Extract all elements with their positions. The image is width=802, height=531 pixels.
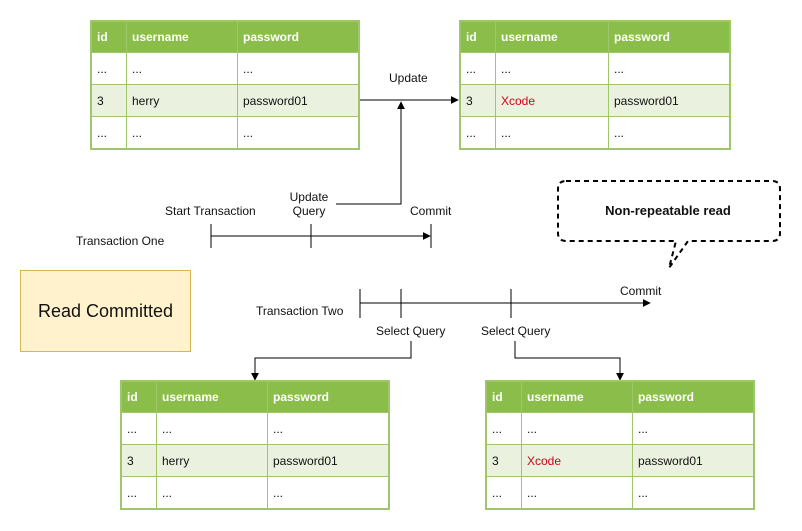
start-transaction-label: Start Transaction [165,204,256,218]
select-query-connector-2 [514,341,624,381]
isolation-level-note: Read Committed [20,270,191,352]
transaction-two-label: Transaction Two [256,304,344,318]
col-id: id [459,20,496,53]
transaction-one-label: Transaction One [76,234,165,248]
update-query-connector [336,101,405,205]
update-label: Update [389,71,428,85]
update-query-label: Update Query [289,190,329,218]
callout-bubble [557,180,781,269]
col-password: password [632,380,755,413]
select-query-label-2: Select Query [481,324,551,338]
col-password: password [267,380,390,413]
changed-username: Xcode [495,84,609,117]
col-id: id [90,20,127,53]
col-password: password [237,20,360,53]
changed-username: Xcode [521,444,633,477]
select-query-connector-1 [251,341,412,381]
table-row: ......... [459,52,731,85]
col-username: username [495,20,609,53]
col-username: username [521,380,633,413]
table-row: ......... [459,116,731,150]
isolation-level-label: Read Committed [37,300,174,321]
table-row: ......... [120,412,390,445]
col-password: password [608,20,731,53]
col-id: id [485,380,522,413]
table-row: ......... [90,116,360,150]
col-username: username [156,380,268,413]
table-row: ......... [485,412,755,445]
table-row: ......... [485,476,755,510]
table-row: ......... [120,476,390,510]
col-username: username [126,20,238,53]
col-id: id [120,380,157,413]
commit-two-label: Commit [620,284,662,298]
commit-one-label: Commit [410,204,452,218]
select-query-label-1: Select Query [376,324,446,338]
non-repeatable-read-label: Non-repeatable read [605,203,731,218]
table-row: ......... [90,52,360,85]
